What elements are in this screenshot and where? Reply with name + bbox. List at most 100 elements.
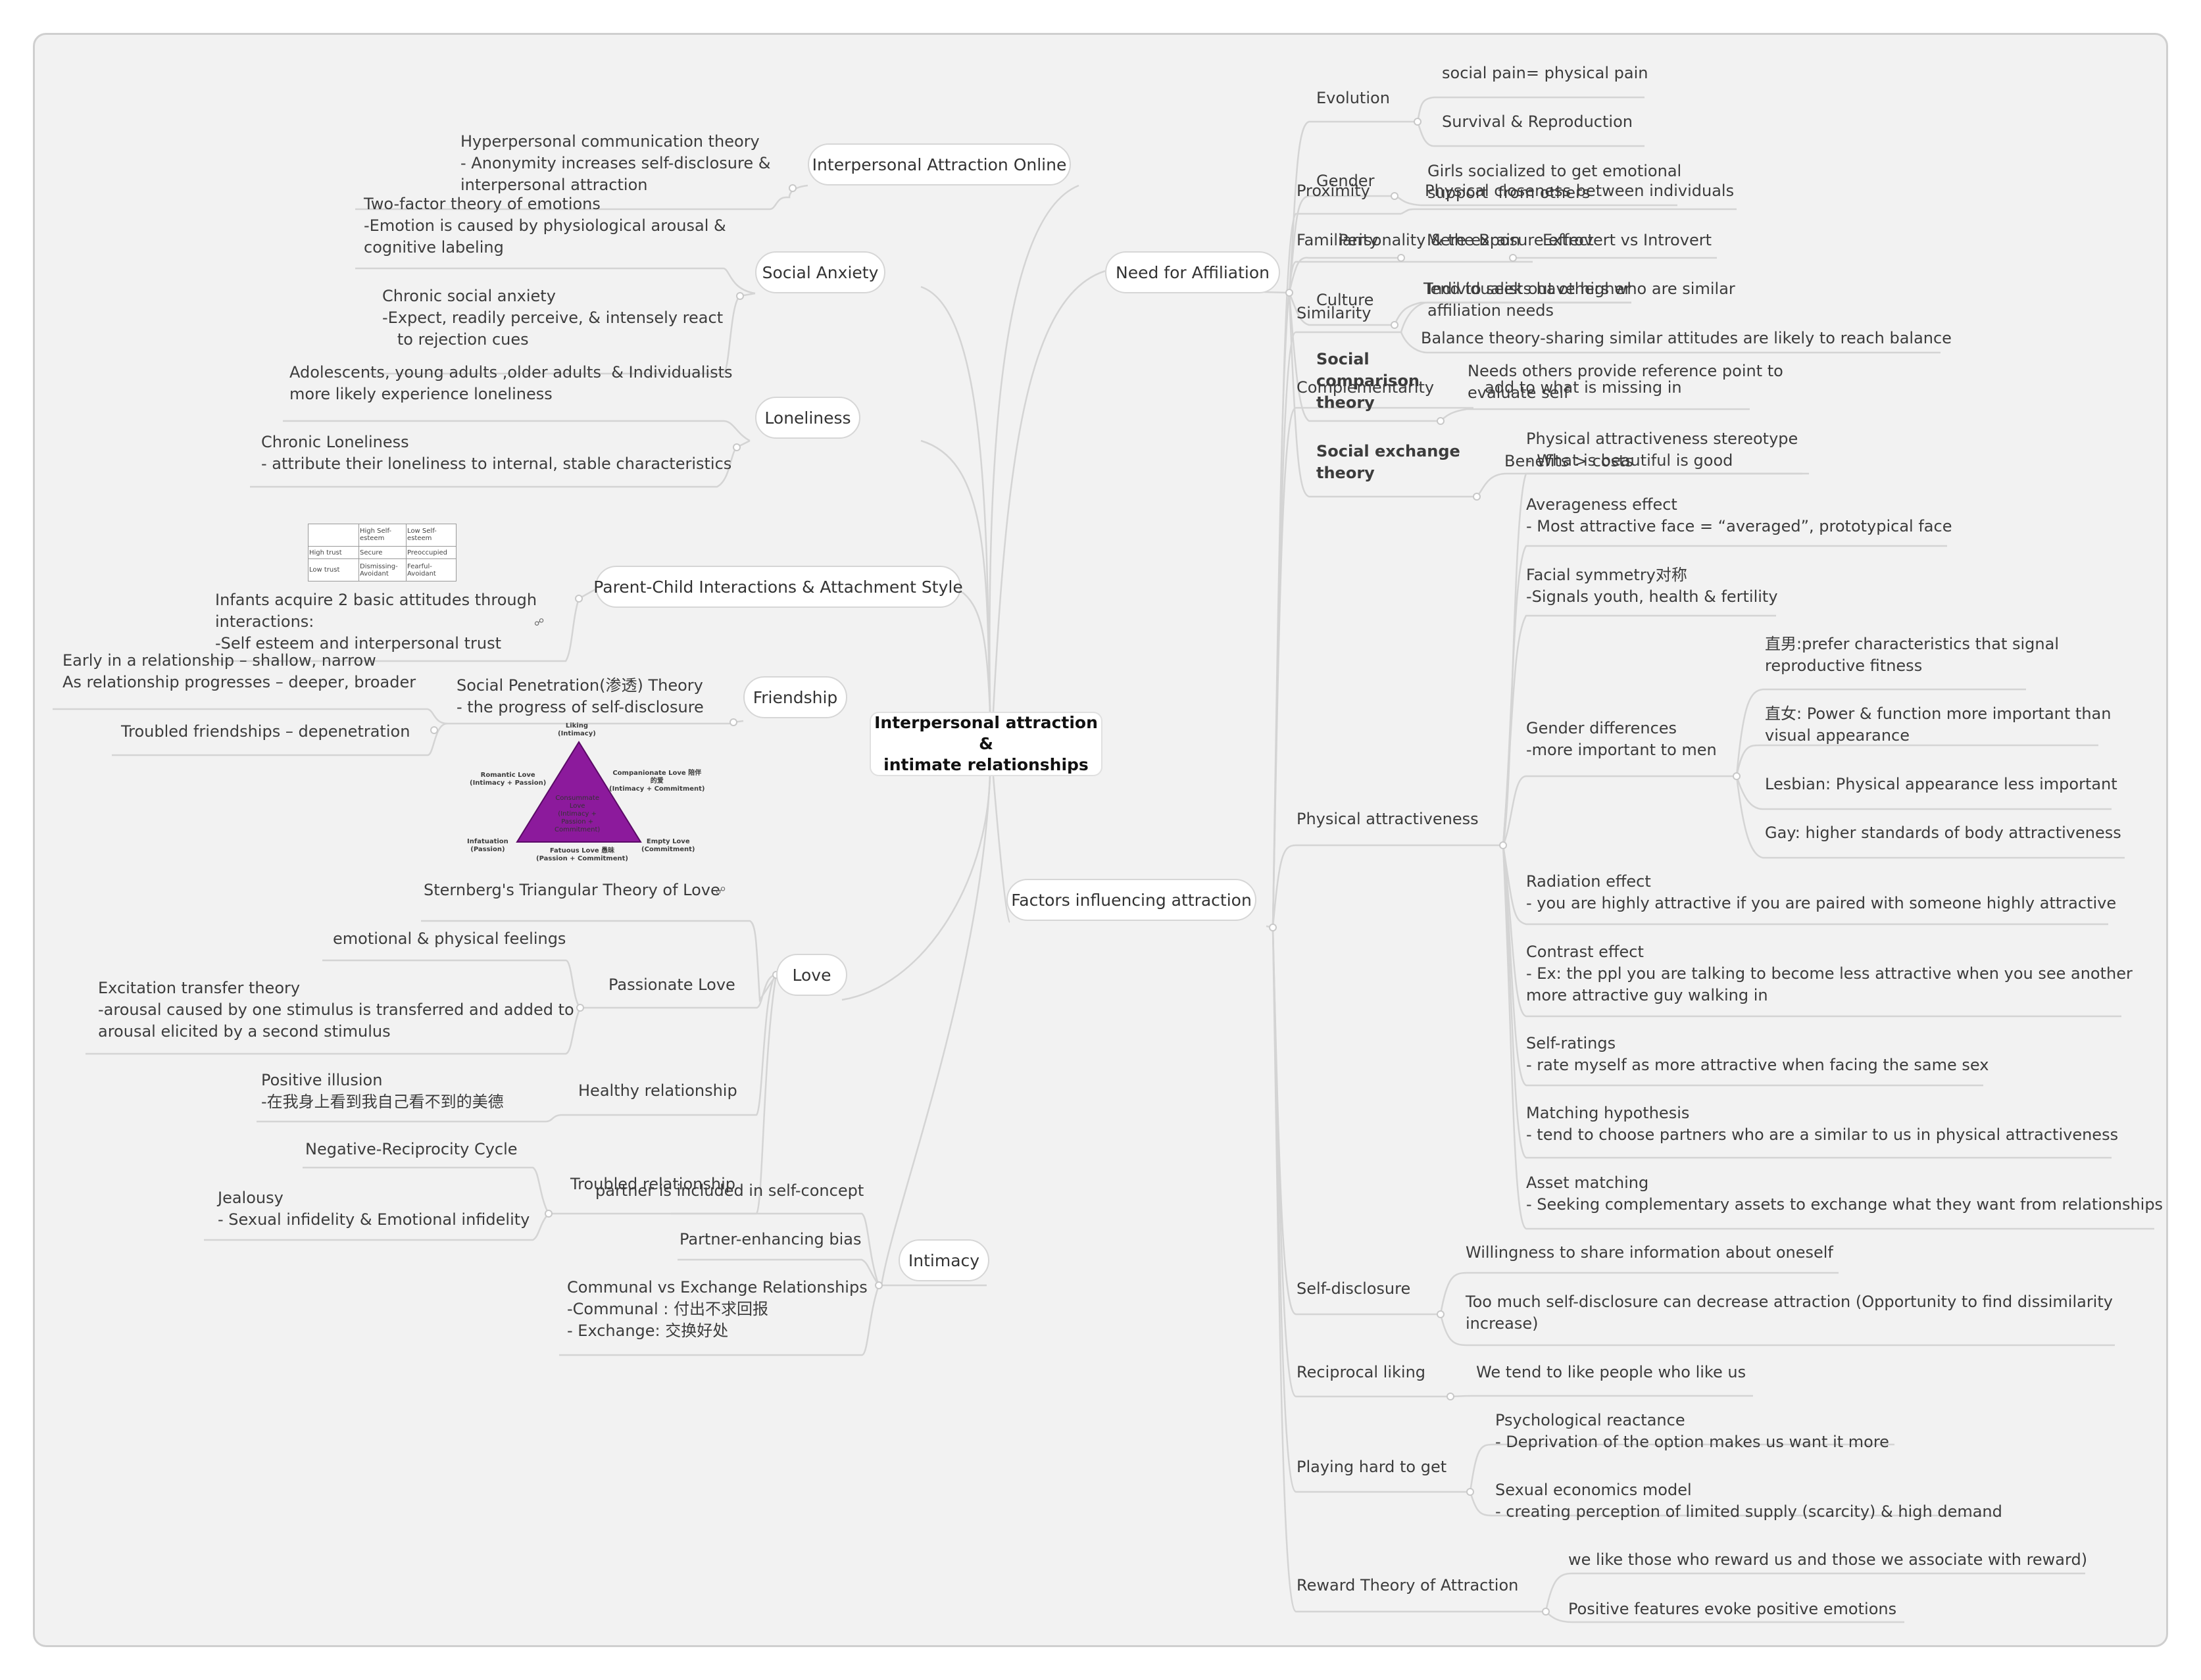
node-evolution[interactable]: Evolution: [1316, 89, 1390, 107]
node-lesbian[interactable]: Lesbian: Physical appearance less import…: [1765, 775, 2117, 793]
node-facial-symmetry[interactable]: Facial symmetry对称 -Signals youth, health…: [1526, 566, 1778, 606]
node-extrovert-introvert[interactable]: Extrovert vs Introvert: [1543, 231, 1712, 249]
branch-label: Friendship: [753, 687, 838, 707]
node-sexual-economics-model[interactable]: Sexual economics model - creating percep…: [1495, 1481, 2002, 1521]
node-similarity[interactable]: Similarity: [1297, 304, 1372, 322]
branch-intimacy[interactable]: Intimacy: [899, 1239, 989, 1281]
node-gay[interactable]: Gay: higher standards of body attractive…: [1765, 824, 2121, 842]
node-communal-vs-exchange[interactable]: Communal vs Exchange Relationships -Comm…: [567, 1278, 868, 1340]
node-reciprocal-liking[interactable]: Reciprocal liking: [1297, 1363, 1426, 1381]
node-averageness-effect[interactable]: Averageness effect - Most attractive fac…: [1526, 495, 1952, 535]
sternberg-triangle-figure: [516, 741, 642, 843]
node-sternberg-theory[interactable]: Sternberg's Triangular Theory of Love: [424, 881, 720, 899]
triangle-label-fatuous: Fatuous Love 愚昧 (Passion + Commitment): [536, 847, 628, 862]
node-social-penetration-theory[interactable]: Social Penetration(渗透) Theory - the prog…: [457, 676, 704, 716]
triangle-label-romantic: Romantic Love (Intimacy + Passion): [470, 772, 547, 787]
branch-love[interactable]: Love: [776, 954, 847, 996]
node-self-ratings[interactable]: Self-ratings - rate myself as more attra…: [1526, 1034, 1989, 1074]
table-cell: Dismissing- Avoidant: [358, 558, 407, 581]
triangle-label-infatuation: Infatuation (Passion): [467, 838, 508, 853]
branch-factors-influencing-attraction[interactable]: Factors influencing attraction: [1006, 879, 1256, 921]
branch-need-for-affiliation[interactable]: Need for Affiliation: [1105, 251, 1280, 293]
node-balance-theory[interactable]: Balance theory-sharing similar attitudes…: [1421, 329, 1952, 347]
node-social-comparison-theory[interactable]: Social comparison theory: [1316, 350, 1420, 412]
branch-label: Loneliness: [764, 408, 851, 428]
node-matching-hypothesis[interactable]: Matching hypothesis - tend to choose par…: [1526, 1104, 2119, 1144]
node-proximity[interactable]: Proximity: [1297, 182, 1370, 200]
node-relationship-progress[interactable]: Early in a relationship – shallow, narro…: [62, 651, 416, 691]
node-partner-in-self-concept[interactable]: partner is included in self-concept: [595, 1181, 864, 1200]
node-radiation-effect[interactable]: Radiation effect - you are highly attrac…: [1526, 872, 2117, 912]
node-too-much-disclosure[interactable]: Too much self-disclosure can decrease at…: [1466, 1293, 2113, 1333]
branch-loneliness[interactable]: Loneliness: [755, 397, 860, 439]
node-add-what-missing[interactable]: add to what is missing in: [1485, 378, 1682, 397]
branch-label: Social Anxiety: [762, 262, 879, 282]
branch-parent-child-attachment[interactable]: Parent-Child Interactions & Attachment S…: [593, 566, 963, 608]
node-benefits-costs[interactable]: Benefits > costs: [1504, 452, 1633, 470]
node-partner-enhancing-bias[interactable]: Partner-enhancing bias: [680, 1230, 862, 1248]
attachment-style-table: High Self- esteem Low Self- esteem High …: [308, 524, 457, 581]
branch-interpersonal-attraction-online[interactable]: Interpersonal Attraction Online: [808, 143, 1071, 185]
node-hyperpersonal-theory[interactable]: Hyperpersonal communication theory - Ano…: [460, 132, 771, 194]
attachment-icon[interactable]: ☍: [534, 616, 545, 628]
table-cell: Fearful- Avoidant: [406, 558, 457, 581]
node-straight-men[interactable]: 直男:prefer characteristics that signal re…: [1765, 635, 2059, 675]
branch-friendship[interactable]: Friendship: [743, 676, 847, 718]
node-physical-attractiveness[interactable]: Physical attractiveness: [1297, 810, 1479, 828]
sternberg-icon[interactable]: ☍: [716, 885, 726, 897]
node-troubled-friendships[interactable]: Troubled friendships – depenetration: [121, 722, 410, 741]
node-two-factor-theory[interactable]: Two-factor theory of emotions -Emotion i…: [364, 195, 726, 257]
node-reward-association[interactable]: we like those who reward us and those we…: [1568, 1550, 2088, 1569]
node-self-disclosure[interactable]: Self-disclosure: [1297, 1279, 1411, 1298]
node-survival-reproduction[interactable]: Survival & Reproduction: [1442, 112, 1633, 131]
branch-social-anxiety[interactable]: Social Anxiety: [755, 251, 885, 293]
node-individualists-affiliation[interactable]: Individualists have higher affiliation n…: [1427, 280, 1631, 320]
node-chronic-social-anxiety[interactable]: Chronic social anxiety -Expect, readily …: [382, 287, 724, 349]
node-emotional-physical-feelings[interactable]: emotional & physical feelings: [333, 929, 566, 948]
node-chronic-loneliness[interactable]: Chronic Loneliness - attribute their lon…: [261, 433, 732, 473]
node-playing-hard-to-get[interactable]: Playing hard to get: [1297, 1458, 1447, 1476]
node-psychological-reactance[interactable]: Psychological reactance - Deprivation of…: [1495, 1411, 1889, 1451]
node-personality-brain[interactable]: Personality & the Brain: [1339, 231, 1521, 249]
node-like-who-like-us[interactable]: We tend to like people who like us: [1476, 1363, 1746, 1381]
node-familiarity[interactable]: Familiarity: [1297, 231, 1379, 249]
node-positive-features[interactable]: Positive features evoke positive emotion…: [1568, 1600, 1897, 1618]
node-straight-women[interactable]: 直女: Power & function more important than…: [1765, 704, 2112, 745]
node-gender-affiliation[interactable]: Gender: [1316, 172, 1375, 190]
table-row-header: High trust: [308, 545, 359, 560]
node-gender-differences[interactable]: Gender differences -more important to me…: [1526, 719, 1717, 759]
triangle-label-empty: Empty Love (Commitment): [641, 838, 695, 853]
node-infants-basic-attitudes[interactable]: Infants acquire 2 basic attitudes throug…: [215, 591, 537, 653]
node-reference-point[interactable]: Needs others provide reference point to …: [1468, 362, 1783, 402]
central-topic[interactable]: Interpersonal attraction & intimate rela…: [870, 712, 1102, 776]
node-positive-illusion[interactable]: Positive illusion -在我身上看到我自己看不到的美德: [261, 1071, 504, 1111]
node-negative-reciprocity-cycle[interactable]: Negative-Reciprocity Cycle: [305, 1140, 518, 1158]
node-passionate-love[interactable]: Passionate Love: [608, 976, 735, 994]
branch-label: Need for Affiliation: [1116, 262, 1270, 282]
branch-label: Factors influencing attraction: [1011, 890, 1252, 910]
node-complementarity[interactable]: Complementarity: [1297, 378, 1435, 397]
node-reward-theory[interactable]: Reward Theory of Attraction: [1297, 1576, 1519, 1594]
node-social-exchange-theory[interactable]: Social exchange theory: [1316, 442, 1460, 482]
triangle-label-liking: Liking (Intimacy): [558, 722, 596, 737]
node-excitation-transfer-theory[interactable]: Excitation transfer theory -arousal caus…: [98, 979, 574, 1041]
node-mere-exposure-effect[interactable]: Mere exposure effect: [1427, 231, 1594, 249]
node-willingness-share[interactable]: Willingness to share information about o…: [1466, 1243, 1833, 1262]
node-loneliness-groups[interactable]: Adolescents, young adults ,older adults …: [289, 363, 733, 403]
triangle-label-consummate: Consummate Love (Intimacy + Passion + Co…: [555, 795, 601, 833]
table-row-header: Low trust: [308, 558, 359, 581]
node-physical-closeness[interactable]: Physical closeness between individuals: [1425, 182, 1735, 200]
node-jealousy[interactable]: Jealousy - Sexual infidelity & Emotional…: [218, 1189, 530, 1229]
node-asset-matching[interactable]: Asset matching - Seeking complementary a…: [1526, 1174, 2164, 1214]
table-col-header: Low Self- esteem: [406, 524, 457, 547]
node-attractiveness-stereotype[interactable]: Physical attractiveness stereotype - Wha…: [1526, 430, 1798, 470]
node-healthy-relationship[interactable]: Healthy relationship: [578, 1081, 737, 1100]
triangle-label-companionate: Companionate Love 陪伴 的爱 (Intimacy + Comm…: [609, 770, 705, 793]
node-culture[interactable]: Culture: [1316, 291, 1374, 309]
node-social-pain[interactable]: social pain= physical pain: [1442, 64, 1648, 82]
node-contrast-effect[interactable]: Contrast effect - Ex: the ppl you are ta…: [1526, 943, 2133, 1004]
node-seek-similar-others[interactable]: Tend to seek out others who are similar: [1423, 280, 1735, 298]
node-troubled-relationship[interactable]: Troubled relationship: [570, 1175, 735, 1193]
node-girls-socialized[interactable]: Girls socialized to get emotional suppor…: [1427, 162, 1682, 202]
